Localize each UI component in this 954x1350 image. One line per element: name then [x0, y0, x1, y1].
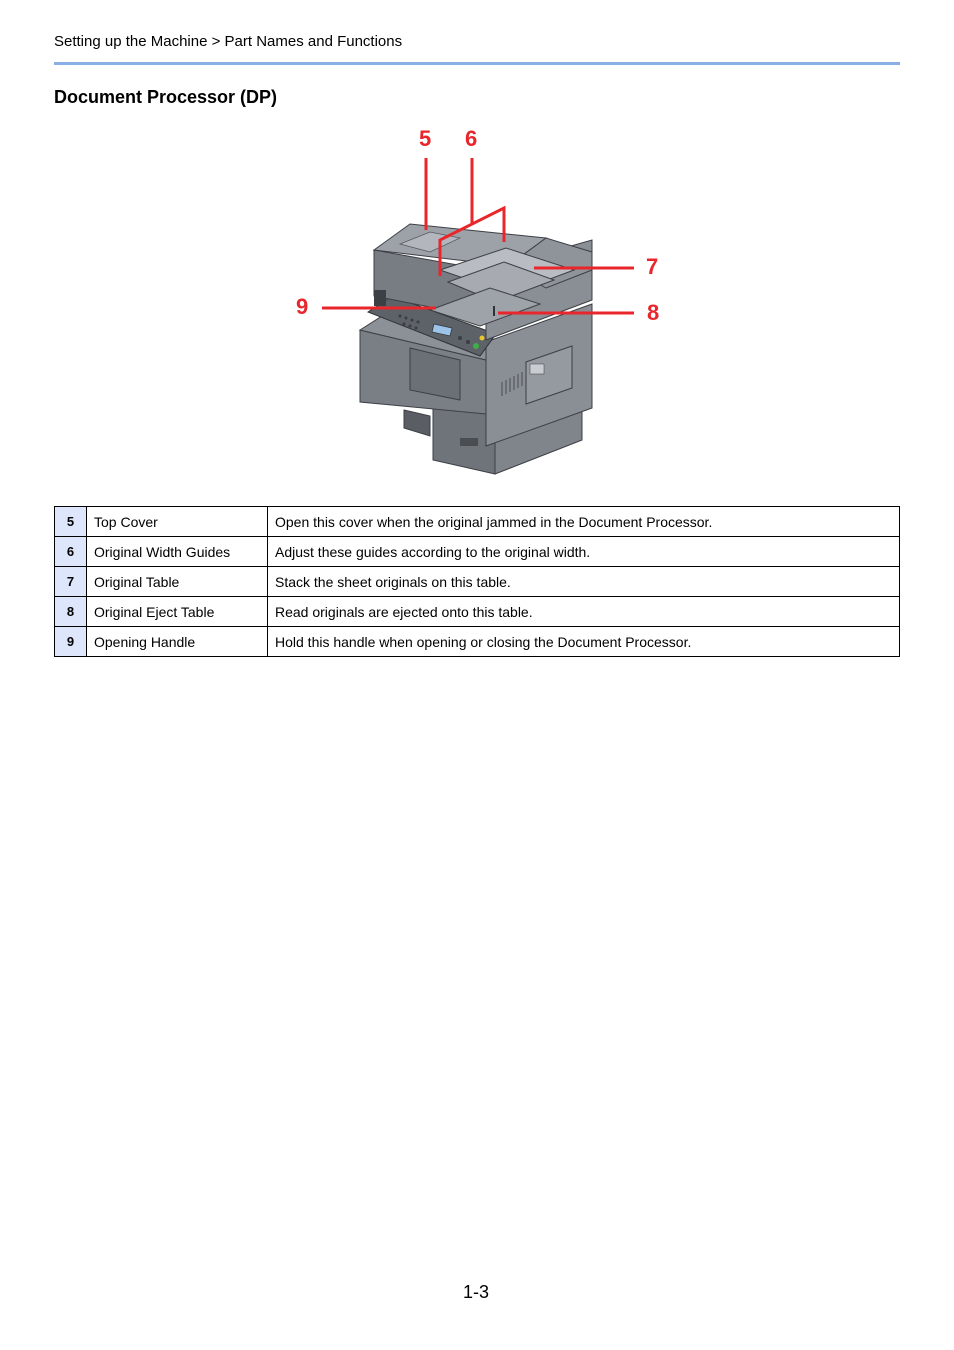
part-name: Opening Handle: [86, 626, 268, 657]
table-row: 6 Original Width Guides Adjust these gui…: [54, 536, 900, 567]
part-number: 7: [54, 566, 87, 597]
callout-bracket: [438, 205, 506, 276]
part-name: Top Cover: [86, 506, 268, 537]
part-number: 8: [54, 596, 87, 627]
part-description: Stack the sheet originals on this table.: [267, 566, 900, 597]
table-row: 7 Original Table Stack the sheet origina…: [54, 566, 900, 597]
part-name: Original Table: [86, 566, 268, 597]
callout-number: 7: [646, 254, 658, 279]
part-name: Original Width Guides: [86, 536, 268, 567]
callout-number: 5: [419, 126, 431, 151]
part-number: 9: [54, 626, 87, 657]
callout-overlay: 5 6 7 8 9: [296, 126, 659, 325]
parts-table: 5 Top Cover Open this cover when the ori…: [54, 506, 900, 657]
part-description: Read originals are ejected onto this tab…: [267, 596, 900, 627]
part-description: Adjust these guides according to the ori…: [267, 536, 900, 567]
header-rule: [54, 62, 900, 65]
part-number: 5: [54, 506, 87, 537]
part-description: Hold this handle when opening or closing…: [267, 626, 900, 657]
callout-number: 9: [296, 294, 308, 319]
breadcrumb: Setting up the Machine > Part Names and …: [54, 33, 403, 50]
callout-number: 6: [465, 126, 477, 151]
part-name: Original Eject Table: [86, 596, 268, 627]
table-row: 8 Original Eject Table Read originals ar…: [54, 596, 900, 627]
machine-illustration: 5 6 7 8 9: [290, 120, 670, 480]
printer-drawing: [358, 223, 593, 475]
section-title: Document Processor (DP): [54, 87, 278, 107]
page-number: 1-3: [463, 1282, 490, 1302]
part-description: Open this cover when the original jammed…: [267, 506, 900, 537]
table-row: 9 Opening Handle Hold this handle when o…: [54, 626, 900, 657]
callout-number: 8: [647, 300, 659, 325]
table-row: 5 Top Cover Open this cover when the ori…: [54, 506, 900, 537]
part-number: 6: [54, 536, 87, 567]
